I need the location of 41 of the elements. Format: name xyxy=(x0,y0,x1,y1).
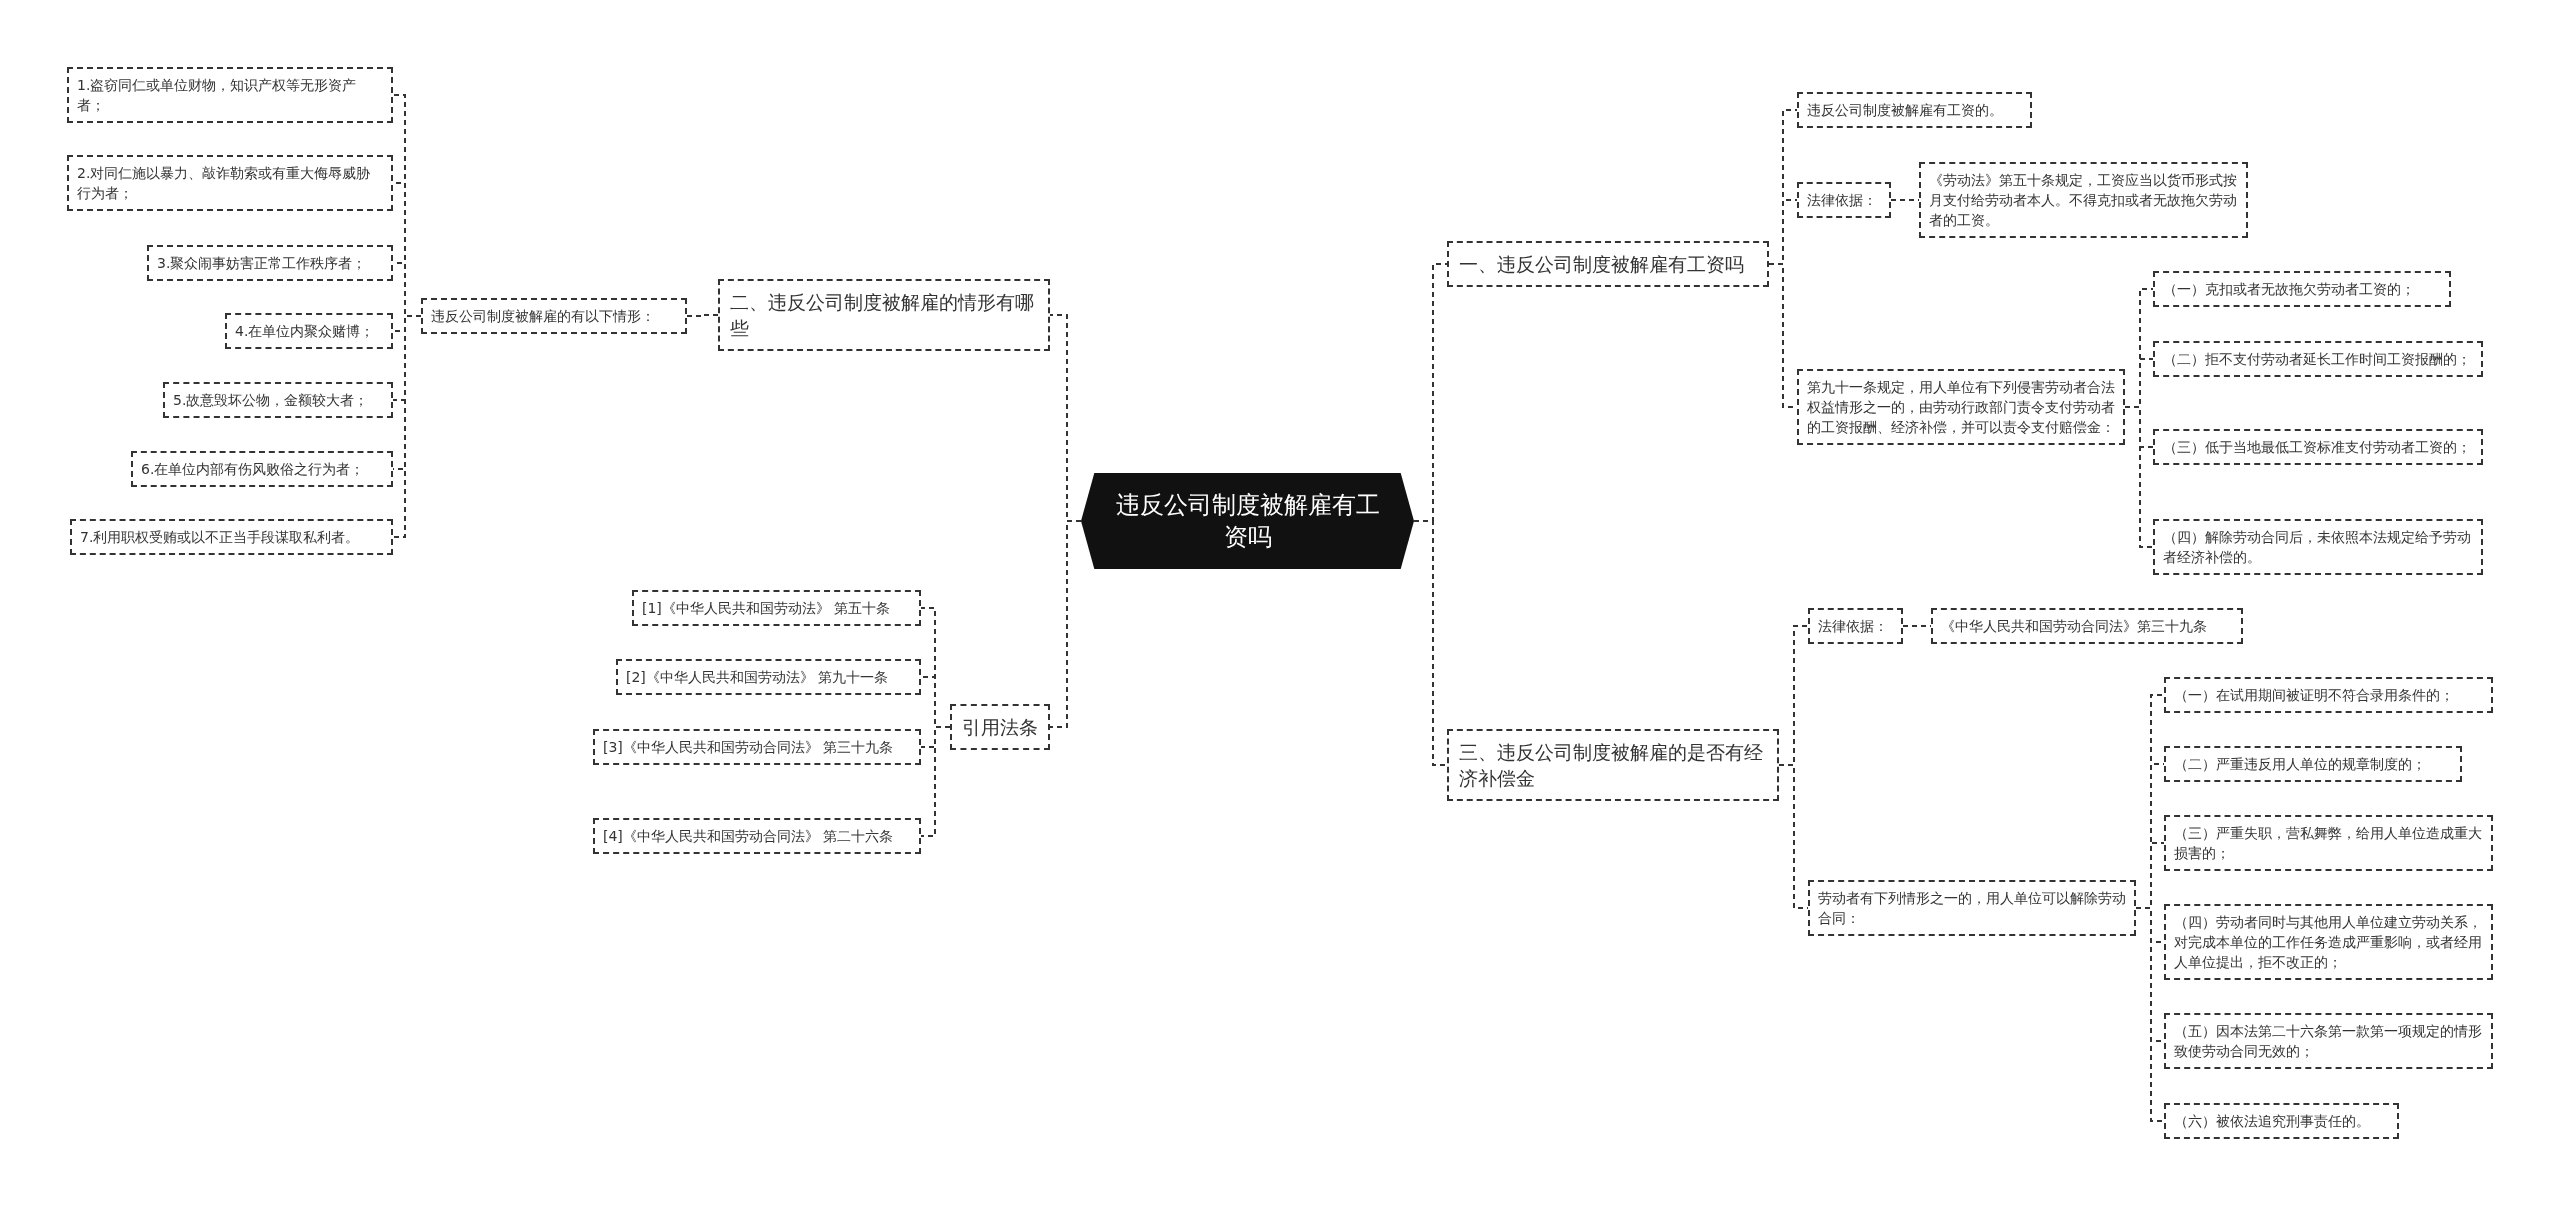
topic-box: [2]《中华人民共和国劳动法》 第九十一条 xyxy=(616,659,921,695)
connector-line xyxy=(1049,520,1082,728)
connector-line xyxy=(920,726,951,837)
topic-box: 第九十一条规定，用人单位有下列侵害劳动者合法权益情形之一的，由劳动行政部门责令支付劳动者的工资报酬、经济补偿，并可以责令支付赔偿金： xyxy=(1797,369,2125,445)
topic-box: （三）低于当地最低工资标准支付劳动者工资的； xyxy=(2153,429,2483,465)
topic-box: 6.在单位内部有伤风败俗之行为者； xyxy=(131,451,393,487)
topic-box: （六）被依法追究刑事责任的。 xyxy=(2164,1103,2399,1139)
topic-box: （二）严重违反用人单位的规章制度的； xyxy=(2164,746,2462,782)
connector-line xyxy=(1413,520,1448,766)
connector-line xyxy=(392,315,422,538)
topic-box: （四）劳动者同时与其他用人单位建立劳动关系，对完成本单位的工作任务造成严重影响，或者经用人单位提出，拒不改正的； xyxy=(2164,904,2493,980)
topic-box: 违反公司制度被解雇的有以下情形： xyxy=(421,298,687,334)
topic-box: 2.对同仁施以暴力、敲诈勒索或有重大侮辱威胁行为者； xyxy=(67,155,393,211)
topic-box: 7.利用职权受贿或以不正当手段谋取私利者。 xyxy=(70,519,393,555)
topic-box: 劳动者有下列情形之一的，用人单位可以解除劳动合同： xyxy=(1808,880,2136,936)
connector-line xyxy=(686,314,719,317)
topic-box: 4.在单位内聚众赌博； xyxy=(225,313,393,349)
topic-box: 1.盗窃同仁或单位财物，知识产权等无形资产者； xyxy=(67,67,393,123)
topic-box: （一）在试用期间被证明不符合录用条件的； xyxy=(2164,677,2493,713)
topic-box: （一）克扣或者无故拖欠劳动者工资的； xyxy=(2153,271,2451,307)
topic-box: （四）解除劳动合同后，未依照本法规定给予劳动者经济补偿的。 xyxy=(2153,519,2483,575)
topic-box: 法律依据： xyxy=(1797,182,1891,218)
topic-box: （五）因本法第二十六条第一款第一项规定的情形致使劳动合同无效的； xyxy=(2164,1013,2493,1069)
central-topic: 违反公司制度被解雇有工资吗 xyxy=(1081,473,1414,569)
topic-box: 《中华人民共和国劳动合同法》第三十九条 xyxy=(1931,608,2243,644)
topic-box: （二）拒不支付劳动者延长工作时间工资报酬的； xyxy=(2153,341,2483,377)
topic-box: 《劳动法》第五十条规定，工资应当以货币形式按月支付给劳动者本人。不得克扣或者无故拖欠劳动者的工资。 xyxy=(1919,162,2248,238)
branch-topic: 二、违反公司制度被解雇的情形有哪些 xyxy=(718,279,1050,351)
branch-topic: 三、违反公司制度被解雇的是否有经济补偿金 xyxy=(1447,729,1779,801)
topic-box: 违反公司制度被解雇有工资的。 xyxy=(1797,92,2032,128)
connector-line xyxy=(2135,907,2165,1122)
topic-box: 5.故意毁坏公物，金额较大者； xyxy=(163,382,393,418)
branch-topic: 引用法条 xyxy=(950,704,1050,750)
topic-box: 3.聚众闹事妨害正常工作秩序者； xyxy=(147,245,393,281)
topic-box: [4]《中华人民共和国劳动合同法》 第二十六条 xyxy=(593,818,921,854)
topic-box: 法律依据： xyxy=(1808,608,1903,644)
connector-line xyxy=(2124,406,2154,548)
topic-box: [1]《中华人民共和国劳动法》 第五十条 xyxy=(632,590,921,626)
branch-topic: 一、违反公司制度被解雇有工资吗 xyxy=(1447,241,1769,287)
topic-box: （三）严重失职，营私舞弊，给用人单位造成重大损害的； xyxy=(2164,815,2493,871)
topic-box: [3]《中华人民共和国劳动合同法》 第三十九条 xyxy=(593,729,921,765)
